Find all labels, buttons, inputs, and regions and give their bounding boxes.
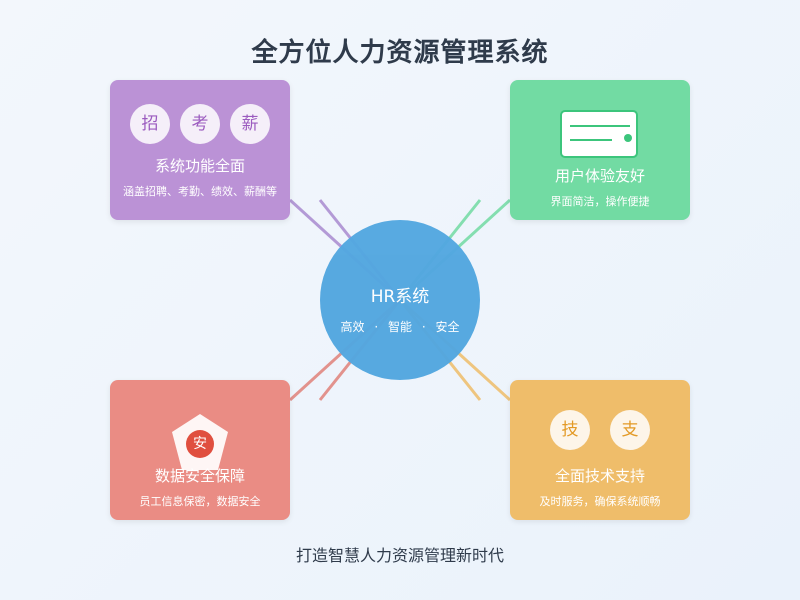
hub-tag-secure: 安全 [435, 320, 460, 334]
badge-support: 支 [610, 410, 650, 450]
card-data-security: 安 数据安全保障 员工信息保密，数据安全 [110, 380, 290, 520]
hub-tag-efficient: 高效 [340, 320, 365, 334]
shield-icon: 安 [170, 414, 230, 474]
card-subtext: 涵盖招聘、考勤、绩效、薪酬等 [123, 185, 277, 198]
card-subtext: 及时服务，确保系统顺畅 [539, 495, 661, 508]
card-tech-support: 技 支 全面技术支持 及时服务，确保系统顺畅 [510, 380, 690, 520]
card-user-experience: 用户体验友好 界面简洁，操作便捷 [510, 80, 690, 220]
badge-recruit: 招 [130, 104, 170, 144]
card-subtext: 界面简洁，操作便捷 [550, 195, 650, 208]
card-subtext: 员工信息保密，数据安全 [139, 495, 261, 508]
hub-tag-smart: 智能 [387, 320, 412, 334]
card-heading: 全面技术支持 [554, 467, 645, 485]
badge-attendance: 考 [180, 104, 220, 144]
hub-tags: 高效 · 智能 · 安全 [320, 318, 480, 335]
hub-title: HR系统 [370, 287, 430, 307]
card-heading: 数据安全保障 [154, 467, 245, 485]
footer-slogan: 打造智慧人力资源管理新时代 [295, 546, 504, 565]
hub-tag-separator: · [421, 320, 426, 334]
monitor-icon [560, 110, 638, 158]
hr-system-hub: HR系统 高效 · 智能 · 安全 [320, 220, 480, 380]
card-heading: 用户体验友好 [554, 167, 645, 185]
badge-tech: 技 [550, 410, 590, 450]
card-system-functions: 招 考 薪 系统功能全面 涵盖招聘、考勤、绩效、薪酬等 [110, 80, 290, 220]
badge-security: 安 [186, 430, 214, 458]
page-title: 全方位人力资源管理系统 [251, 38, 549, 68]
hub-tag-separator: · [374, 320, 379, 334]
card-heading: 系统功能全面 [154, 157, 245, 175]
badge-salary: 薪 [230, 104, 270, 144]
